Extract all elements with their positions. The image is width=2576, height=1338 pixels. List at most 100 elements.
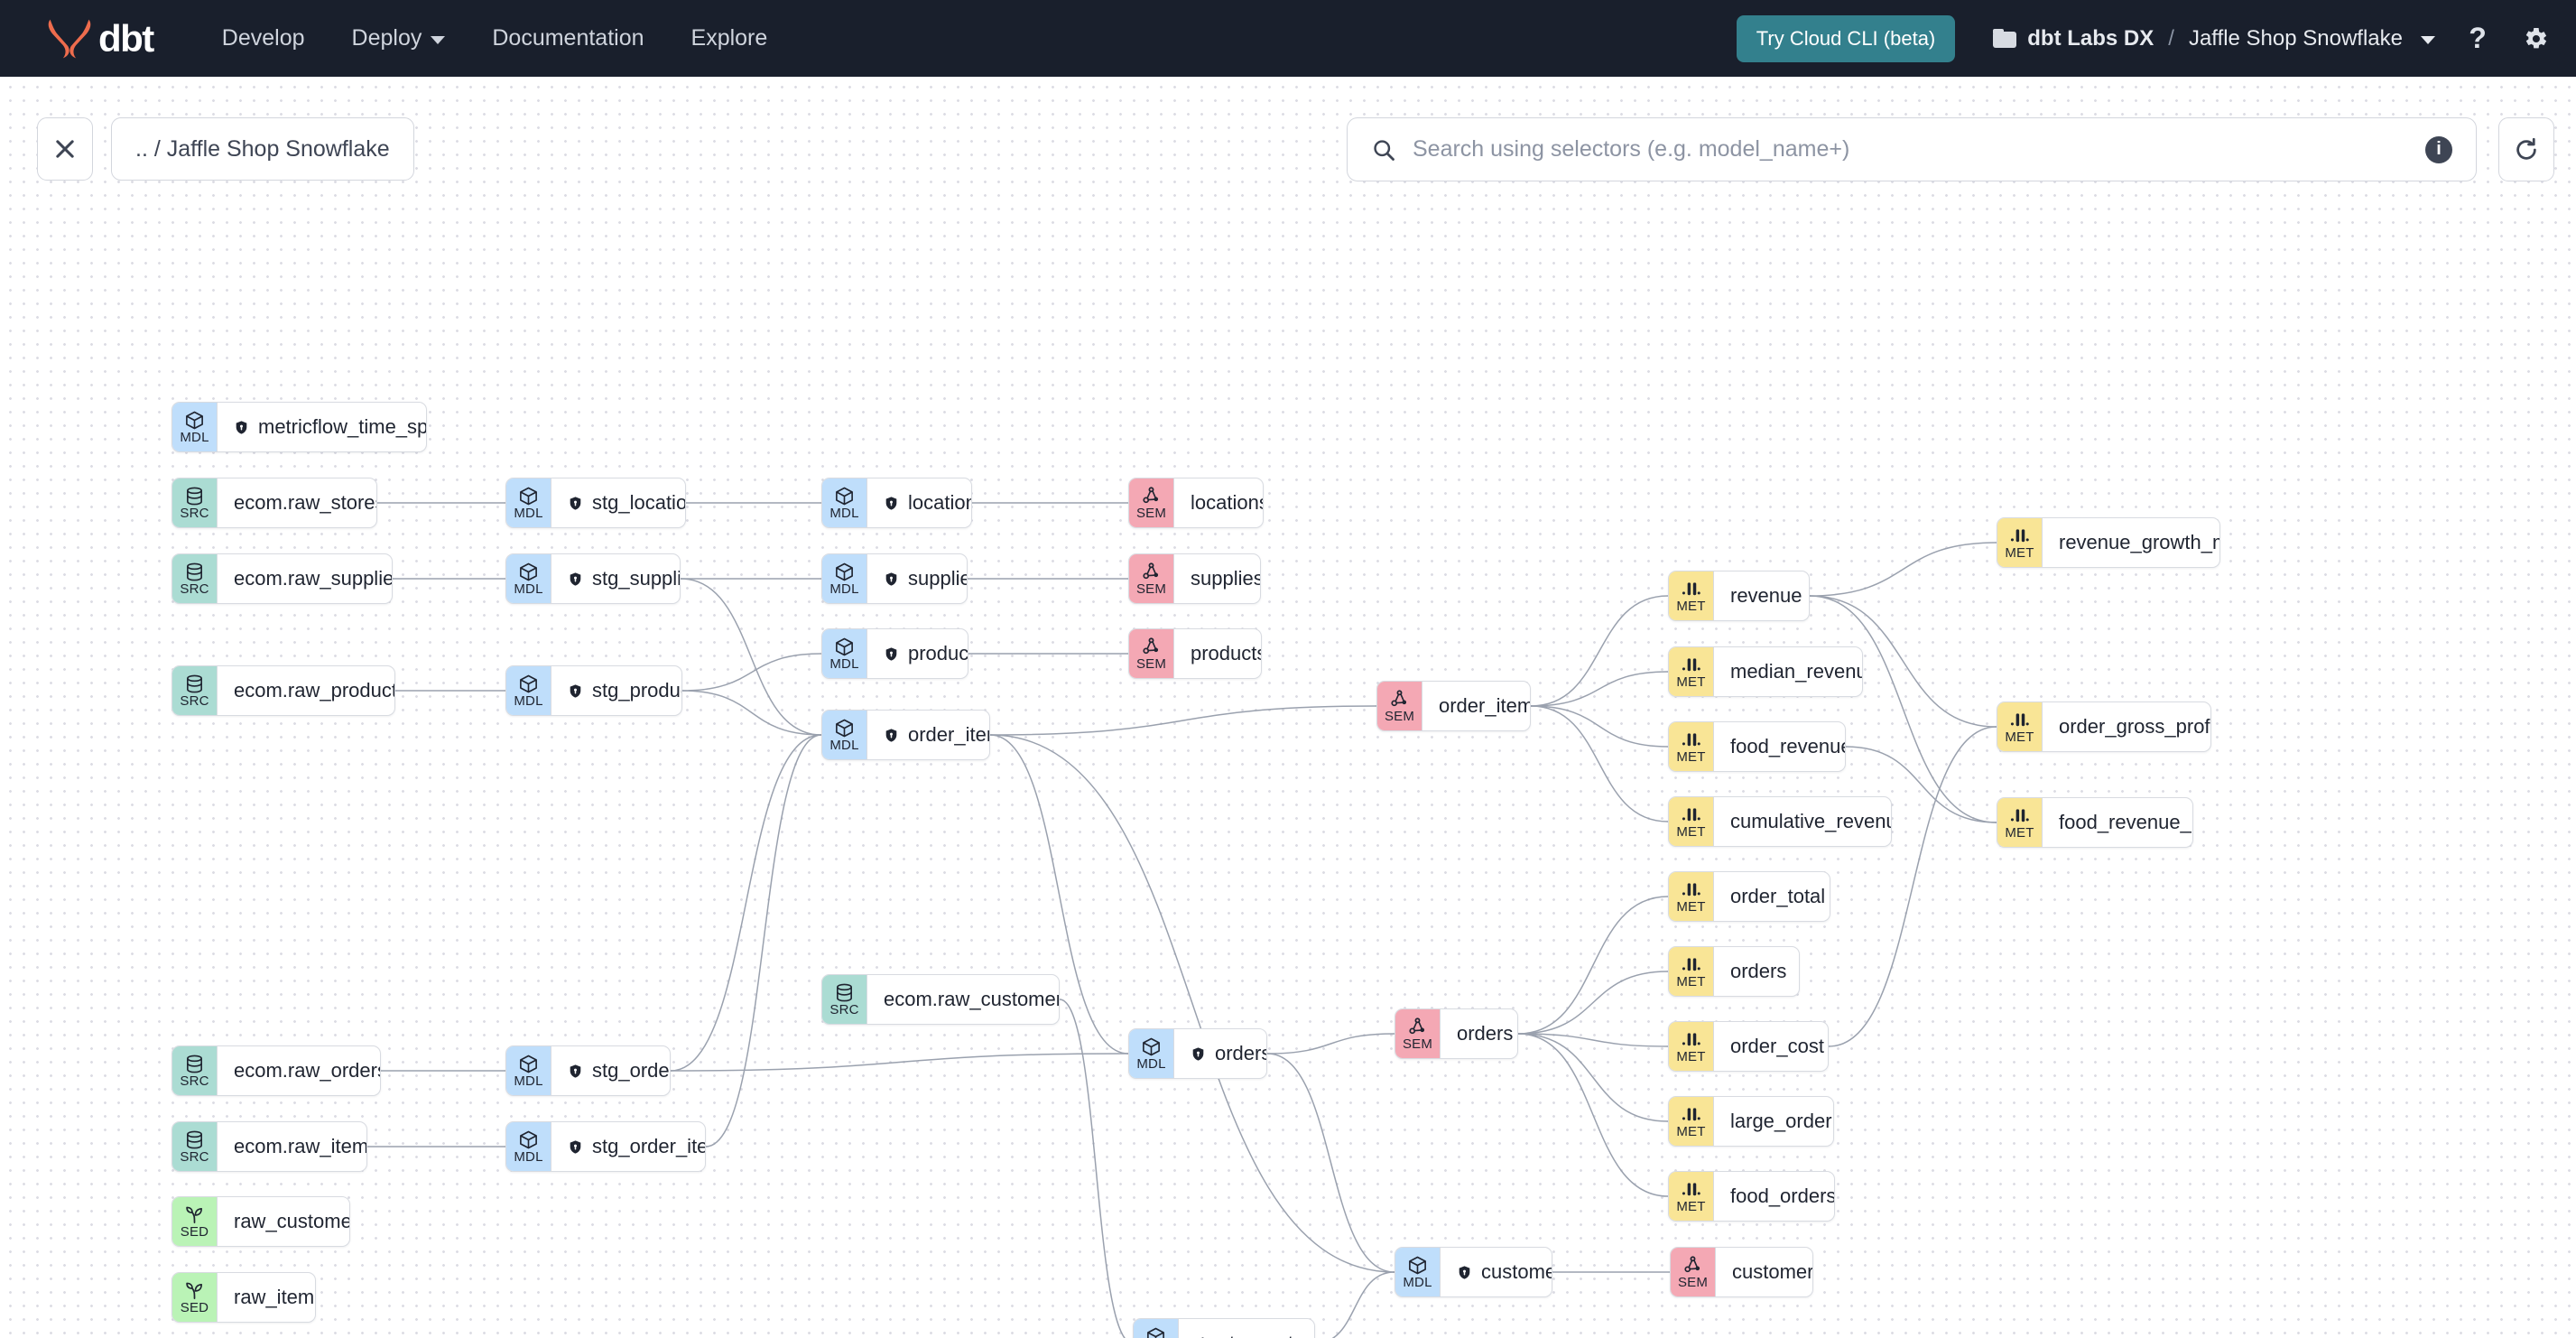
node-label: stg_locations bbox=[551, 479, 685, 527]
close-button[interactable] bbox=[37, 117, 93, 181]
node-name-text: order_total bbox=[1730, 885, 1826, 907]
node-type-badge-met: MET bbox=[1669, 872, 1714, 921]
node-type-badge-met: MET bbox=[1669, 647, 1714, 696]
node-type-code: MET bbox=[1676, 674, 1706, 690]
graph-node-sem_customers[interactable]: SEMcustomers bbox=[1670, 1247, 1813, 1297]
node-label: supplies bbox=[867, 554, 967, 603]
node-type-code: SRC bbox=[180, 1149, 209, 1165]
node-type-badge-mdl: MDL bbox=[822, 629, 867, 678]
breadcrumb-separator: / bbox=[2168, 25, 2174, 51]
node-label: food_revenue bbox=[1714, 722, 1845, 771]
try-cloud-cli-button[interactable]: Try Cloud CLI (beta) bbox=[1736, 14, 1956, 62]
folder-icon bbox=[1993, 29, 2017, 48]
refresh-button[interactable] bbox=[2498, 117, 2554, 181]
node-label: order_gross_profit bbox=[2043, 702, 2210, 751]
shield-icon bbox=[568, 1139, 583, 1155]
graph-nodes-icon bbox=[1141, 636, 1162, 656]
node-label: order_item bbox=[1422, 682, 1530, 730]
graph-node-supplies[interactable]: MDLsupplies bbox=[821, 553, 968, 604]
shield-icon bbox=[1457, 1265, 1472, 1280]
node-label: products bbox=[1174, 629, 1261, 678]
node-type-badge-sed: SED bbox=[172, 1273, 218, 1322]
graph-node-met_order_cost[interactable]: MET order_cost bbox=[1668, 1021, 1829, 1072]
node-type-code: MET bbox=[1676, 1049, 1706, 1064]
search-input[interactable] bbox=[1413, 136, 2425, 163]
node-name-text: revenue_growth_mom bbox=[2059, 531, 2219, 553]
graph-node-ecom_raw_customers[interactable]: SRC ecom.raw_customers bbox=[821, 974, 1060, 1025]
database-icon bbox=[834, 982, 855, 1002]
node-type-badge-src: SRC bbox=[172, 666, 218, 715]
node-label: stg_customers bbox=[1179, 1319, 1314, 1338]
node-name-text: ecom.raw_customers bbox=[884, 988, 1060, 1010]
graph-node-customers_mdl[interactable]: MDLcustomers bbox=[1395, 1247, 1552, 1297]
dbt-logo[interactable]: dbt bbox=[45, 16, 154, 61]
node-name-text: stg_order_items bbox=[592, 1135, 705, 1157]
node-label: metricflow_time_spine bbox=[218, 403, 426, 451]
cube-icon bbox=[1141, 1036, 1162, 1056]
node-type-badge-sem: SEM bbox=[1671, 1248, 1716, 1296]
graph-node-sem_products[interactable]: SEM products bbox=[1128, 628, 1262, 679]
lineage-nodes: MDLmetricflow_time_spineSRCecom.raw_stor… bbox=[0, 77, 2576, 1338]
help-icon[interactable]: ? bbox=[2469, 22, 2487, 54]
graph-node-locations[interactable]: MDLlocations bbox=[821, 478, 972, 528]
nav-link-documentation-label: Documentation bbox=[492, 25, 644, 51]
node-label: orders bbox=[1174, 1029, 1266, 1078]
database-icon bbox=[184, 486, 205, 506]
node-type-code: SRC bbox=[829, 1002, 859, 1017]
nav-link-develop[interactable]: Develop bbox=[199, 16, 329, 60]
nav-link-documentation[interactable]: Documentation bbox=[468, 16, 667, 60]
node-label: raw_items bbox=[218, 1273, 315, 1322]
bar-chart-icon bbox=[1681, 579, 1701, 599]
node-name-text: order_cost bbox=[1730, 1035, 1824, 1057]
nav-link-deploy-label: Deploy bbox=[351, 25, 422, 51]
node-name-text: supplies bbox=[908, 567, 967, 590]
account-project-breadcrumb[interactable]: dbt Labs DX / Jaffle Shop Snowflake bbox=[1993, 26, 2435, 51]
node-type-badge-mdl: MDL bbox=[822, 479, 867, 527]
node-type-code: MDL bbox=[829, 656, 859, 672]
graph-node-met_order_total[interactable]: MET order_total bbox=[1668, 871, 1830, 922]
graph-nodes-icon bbox=[1389, 689, 1410, 709]
info-icon[interactable]: i bbox=[2425, 135, 2452, 163]
search-bar[interactable]: i bbox=[1347, 117, 2477, 181]
node-type-badge-sem: SEM bbox=[1129, 479, 1174, 527]
nav-link-deploy[interactable]: Deploy bbox=[329, 16, 469, 60]
node-type-code: SEM bbox=[1135, 656, 1167, 672]
node-name-text: revenue bbox=[1730, 584, 1802, 607]
close-icon bbox=[56, 140, 74, 158]
lineage-graph-canvas[interactable]: .. / Jaffle Shop Snowflake i MDLmetricfl… bbox=[0, 77, 2576, 1338]
breadcrumb[interactable]: .. / Jaffle Shop Snowflake bbox=[111, 117, 414, 181]
nav-link-explore[interactable]: Explore bbox=[668, 16, 792, 60]
graph-node-products[interactable]: MDLproducts bbox=[821, 628, 968, 679]
gear-icon[interactable] bbox=[2520, 23, 2551, 54]
